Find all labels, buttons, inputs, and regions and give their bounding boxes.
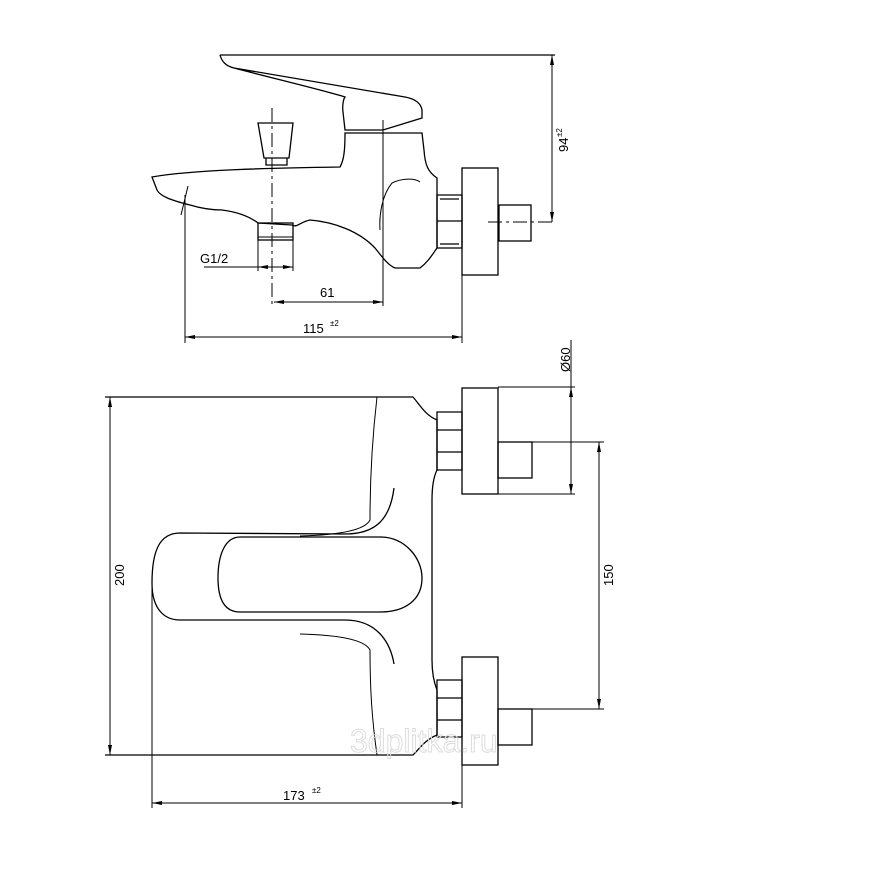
dimension-61-label: 61 — [320, 285, 334, 300]
dimension-115-label: 115 — [303, 321, 324, 336]
diverter-knob — [257, 122, 294, 166]
dimension-150-label: 150 — [601, 564, 616, 586]
lever-handle — [219, 54, 555, 131]
dimension-200-label: 200 — [112, 564, 127, 586]
flange-upper — [461, 387, 499, 495]
side-view: 94 ±2 G1/2 61 115 ±2 — [151, 54, 571, 343]
top-view: Ø60 150 200 173 ±2 3dplitka.ru — [105, 340, 616, 808]
mixer-body — [151, 132, 438, 269]
dimension-115-tolerance: ±2 — [330, 319, 339, 328]
watermark: 3dplitka.ru — [350, 723, 498, 759]
hand-shower-outlet — [257, 222, 294, 241]
lever-outline-top — [151, 487, 395, 665]
dimension-thread-label: G1/2 — [200, 251, 228, 266]
nut-upper — [436, 411, 463, 471]
lever-inner-top — [217, 536, 423, 613]
connector-upper — [497, 441, 533, 479]
dimension-height-tolerance: ±2 — [555, 128, 564, 137]
body-inner-curve — [299, 396, 378, 756]
nut — [436, 194, 463, 249]
body-side-curve — [379, 178, 421, 231]
eccentric-connector — [498, 204, 532, 242]
dimension-diameter-label: Ø60 — [558, 347, 573, 372]
connector-lower — [497, 708, 533, 746]
dimension-173-tolerance: ±2 — [312, 786, 321, 795]
dimension-173-label: 173 — [283, 788, 305, 803]
thread-arrows — [258, 265, 293, 269]
mixer-body-top — [105, 396, 438, 756]
dimension-height-label: 94 — [556, 138, 571, 152]
spout-tick — [180, 185, 189, 216]
